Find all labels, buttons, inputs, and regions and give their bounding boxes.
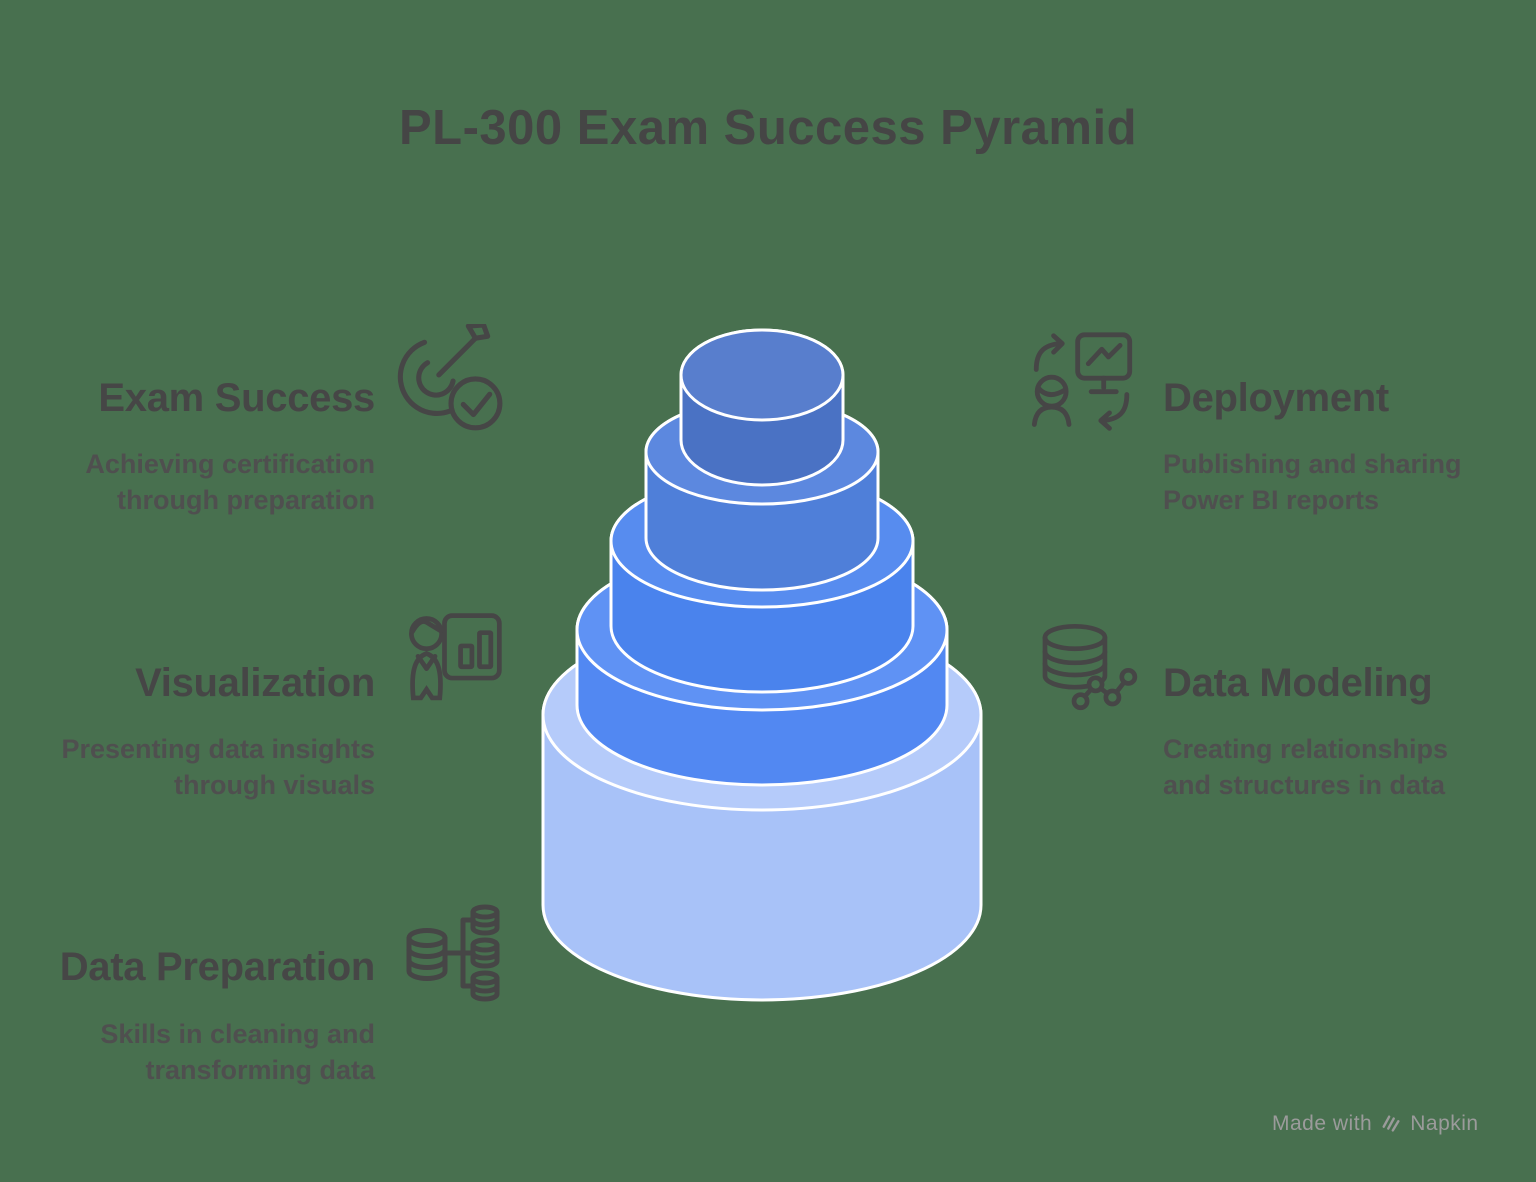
- napkin-logo-icon: [1382, 1115, 1400, 1132]
- publish-share-icon: [1029, 330, 1136, 436]
- section-heading-data-preparation: Data Preparation: [59, 945, 376, 989]
- section-description-visualization: Presenting data insights through visuals: [0, 731, 375, 803]
- section-description-data-preparation: Skills in cleaning and transforming data: [0, 1016, 375, 1088]
- section-heading-visualization: Visualization: [135, 661, 375, 705]
- section-description-exam-success: Achieving certification through preparat…: [0, 446, 375, 518]
- database-branch-icon: [397, 897, 507, 1007]
- pyramid-tier-1-top: [679, 328, 845, 487]
- description-line: Power BI reports: [1163, 485, 1380, 515]
- diagram-title: PL-300 Exam Success Pyramid: [398, 101, 1138, 155]
- description-line: Creating relationships: [1163, 734, 1449, 764]
- description-line: through visuals: [173, 770, 375, 800]
- watermark-brand: Napkin: [1410, 1112, 1479, 1135]
- section-heading-data-modeling: Data Modeling: [1163, 661, 1433, 705]
- description-line: Achieving certification: [85, 449, 375, 479]
- description-line: through preparation: [117, 485, 375, 515]
- section-heading-deployment: Deployment: [1163, 376, 1389, 420]
- target-arrow-check-icon: [393, 324, 507, 436]
- description-line: Skills in cleaning and: [100, 1019, 375, 1049]
- watermark-text: Made with: [1272, 1112, 1373, 1135]
- section-description-data-modeling: Creating relationships and structures in…: [1163, 731, 1523, 803]
- database-network-icon: [1037, 616, 1141, 719]
- description-line: and structures in data: [1163, 770, 1446, 800]
- description-line: Presenting data insights: [61, 734, 375, 764]
- description-line: transforming data: [145, 1055, 375, 1085]
- watermark: Made with Napkin: [1272, 1112, 1479, 1136]
- section-description-deployment: Publishing and sharing Power BI reports: [1163, 446, 1523, 518]
- section-heading-exam-success: Exam Success: [98, 376, 375, 420]
- description-line: Publishing and sharing: [1163, 449, 1462, 479]
- pyramid-tier-1-top-face: [679, 328, 845, 422]
- presenter-chart-icon: [401, 610, 505, 714]
